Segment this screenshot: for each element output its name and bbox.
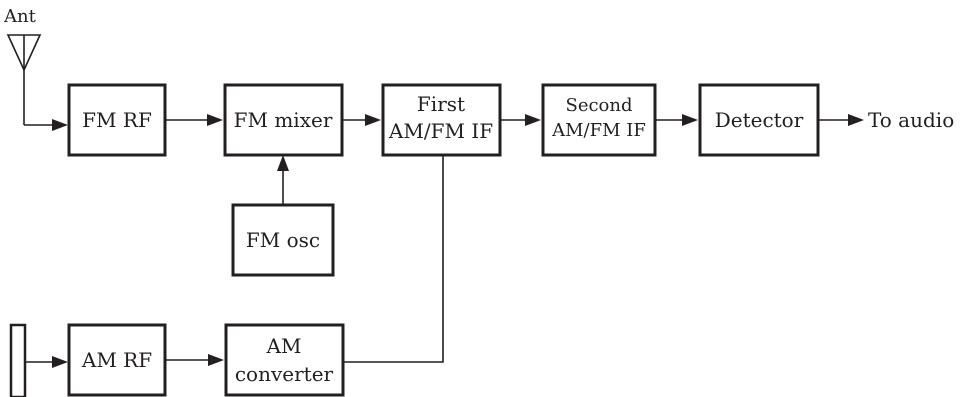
am-rf-block: AM RF: [67, 323, 167, 397]
arrow-icon: [277, 155, 289, 171]
fm-osc-label: FM osc: [246, 228, 320, 252]
fm-rf-label: FM RF: [82, 108, 152, 132]
arrow-icon: [208, 354, 224, 366]
arrow-icon: [207, 114, 223, 126]
first-if-block: First AM/FM IF: [381, 83, 502, 157]
second-if-label-line2: AM/FM IF: [551, 120, 646, 141]
detector-block: Detector: [698, 83, 820, 157]
arrow-icon: [52, 119, 68, 131]
fm-rf-block: FM RF: [67, 83, 167, 157]
fm-antenna-icon: [6, 34, 42, 125]
second-if-label-line1: Second: [565, 95, 632, 116]
second-if-block: Second AM/FM IF: [541, 83, 657, 157]
arrow-icon: [525, 114, 541, 126]
output-label: To audio: [868, 108, 954, 132]
signal-wires: [24, 114, 864, 368]
arrow-icon: [682, 114, 698, 126]
am-converter-label-line2: converter: [235, 362, 334, 386]
fm-osc-block: FM osc: [231, 203, 335, 277]
am-converter-label-line1: AM: [266, 334, 302, 358]
first-if-label-line1: First: [417, 92, 465, 116]
am-converter-block: AM converter: [224, 323, 345, 397]
arrow-icon: [365, 114, 381, 126]
arrow-icon: [848, 114, 864, 126]
fm-mixer-label: FM mixer: [234, 108, 333, 132]
antenna-label: Ant: [3, 6, 37, 27]
fm-mixer-block: FM mixer: [223, 83, 344, 157]
first-if-label-line2: AM/FM IF: [388, 119, 493, 143]
am-loopstick-antenna-icon: [9, 323, 27, 397]
detector-label: Detector: [715, 108, 804, 132]
arrow-icon: [52, 356, 68, 368]
am-rf-label: AM RF: [81, 348, 152, 372]
